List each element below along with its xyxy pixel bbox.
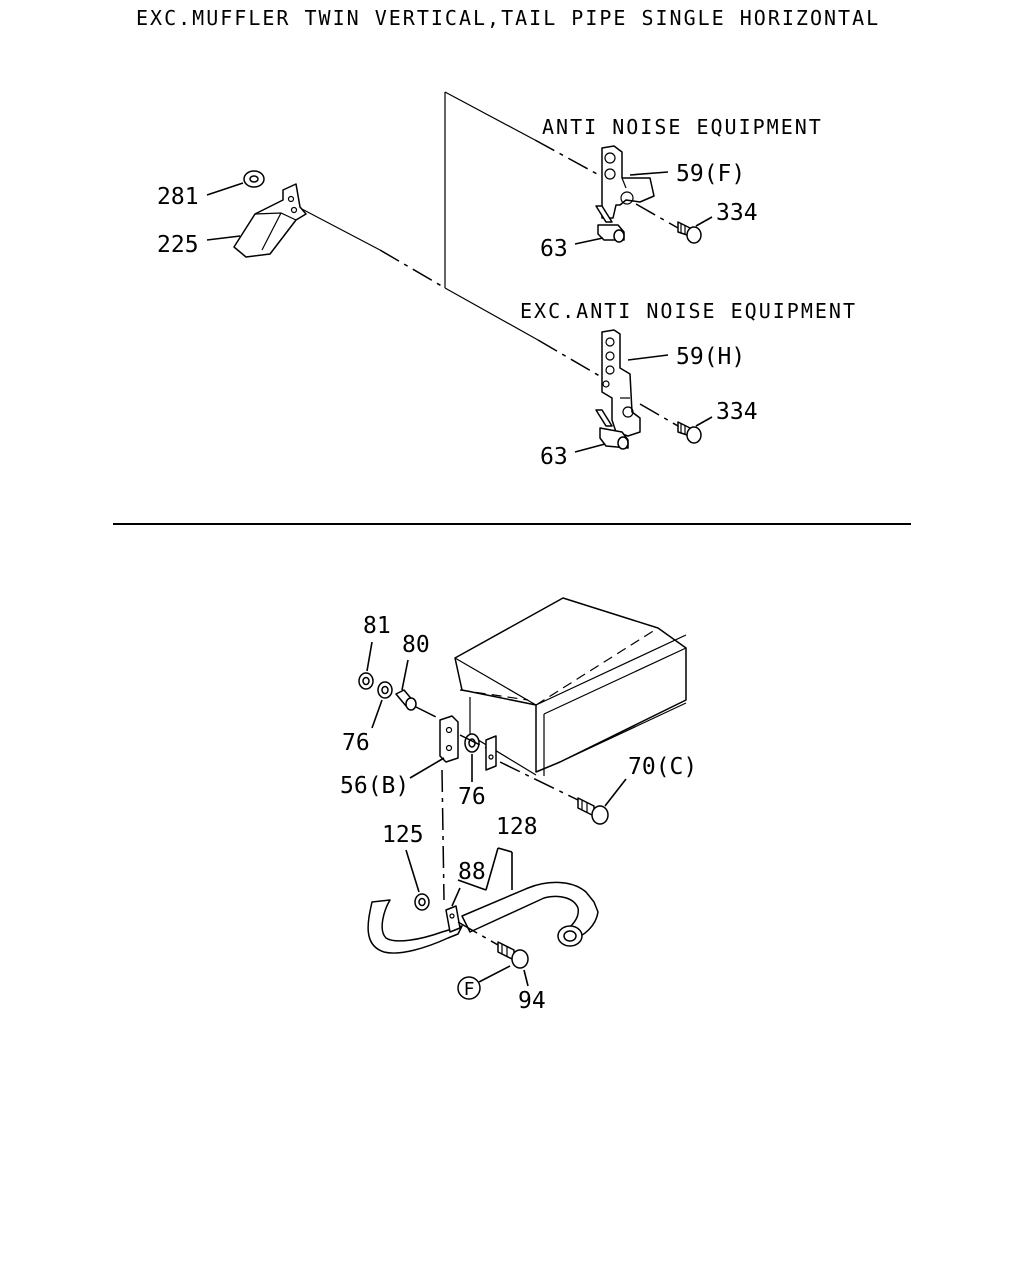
bracket-59h bbox=[601, 329, 641, 437]
bracket-59f bbox=[601, 145, 655, 219]
label-88: 88 bbox=[458, 859, 486, 885]
label-76a: 76 bbox=[342, 730, 370, 756]
leader-upper bbox=[444, 91, 536, 141]
dash-334b bbox=[639, 403, 679, 427]
label-70c: 70(C) bbox=[628, 754, 697, 780]
variant-exc-anti-noise-title: EXC.ANTI NOISE EQUIPMENT bbox=[520, 299, 857, 323]
label-81: 81 bbox=[363, 613, 391, 639]
leader-63b bbox=[574, 443, 606, 453]
reference-f-circle bbox=[457, 976, 481, 1000]
washer-76a bbox=[377, 681, 393, 699]
dash-94 bbox=[457, 921, 499, 946]
leader-59f bbox=[629, 171, 669, 176]
leader-88 bbox=[451, 887, 461, 907]
dash-334a bbox=[635, 203, 679, 229]
pipe-128 bbox=[367, 881, 599, 954]
leader-56b bbox=[409, 757, 445, 779]
dash-80 bbox=[415, 706, 443, 721]
label-76b: 76 bbox=[458, 784, 486, 810]
variant-anti-noise-title: ANTI NOISE EQUIPMENT bbox=[542, 115, 823, 139]
cylinder-63b bbox=[595, 409, 629, 450]
leader-f bbox=[478, 965, 511, 983]
label-59h: 59(H) bbox=[676, 344, 745, 370]
label-59f: 59(F) bbox=[676, 161, 745, 187]
plate-56b bbox=[439, 715, 459, 763]
dash-lower-a bbox=[379, 249, 446, 289]
leader-125 bbox=[405, 849, 420, 893]
leader-225 bbox=[206, 235, 241, 241]
label-334b: 334 bbox=[716, 399, 758, 425]
bolt-70c bbox=[577, 797, 609, 825]
muffler-box bbox=[454, 597, 687, 776]
leader-lower-a bbox=[299, 207, 381, 251]
leader-70c bbox=[604, 778, 627, 807]
dash-70c bbox=[499, 761, 579, 801]
dash-upper bbox=[534, 139, 609, 181]
leader-59h bbox=[627, 354, 669, 361]
bracket-128 bbox=[457, 847, 513, 891]
dash-76b bbox=[459, 734, 487, 749]
spacer-80 bbox=[395, 689, 417, 711]
label-94: 94 bbox=[518, 988, 546, 1014]
bolt-334b bbox=[677, 421, 702, 444]
label-125: 125 bbox=[382, 822, 424, 848]
bolt-334a bbox=[677, 221, 702, 244]
leader-76a bbox=[371, 699, 383, 729]
leader-lower-b bbox=[444, 287, 539, 341]
top-section: 281 225 ANTI NOISE EQUIPMENT 59(F) bbox=[157, 91, 857, 470]
cylinder-63a bbox=[595, 205, 625, 243]
leader-94 bbox=[523, 969, 529, 987]
reference-f-label: F bbox=[464, 979, 475, 1000]
leader-63a bbox=[574, 237, 604, 245]
leader-81 bbox=[366, 641, 373, 672]
label-128: 128 bbox=[496, 814, 538, 840]
leader-334b bbox=[695, 416, 713, 427]
bolt-94 bbox=[497, 941, 529, 969]
label-63b: 63 bbox=[540, 444, 568, 470]
label-80: 80 bbox=[402, 632, 430, 658]
diagram-title: EXC.MUFFLER TWIN VERTICAL,TAIL PIPE SING… bbox=[136, 6, 880, 30]
leader-80 bbox=[401, 659, 409, 691]
leader-334a bbox=[695, 216, 713, 227]
label-225: 225 bbox=[157, 232, 199, 258]
label-281: 281 bbox=[157, 184, 199, 210]
label-334a: 334 bbox=[716, 200, 758, 226]
nut-125 bbox=[414, 893, 430, 911]
dash-lower-b bbox=[537, 339, 604, 379]
label-56b: 56(B) bbox=[340, 773, 409, 799]
leader-281 bbox=[206, 182, 244, 196]
bracket-225 bbox=[233, 183, 307, 258]
nut-281 bbox=[243, 170, 265, 188]
label-63a: 63 bbox=[540, 236, 568, 262]
nut-81 bbox=[358, 672, 374, 690]
dash-vertical-link bbox=[441, 769, 445, 901]
bottom-section: 81 76 80 56(B) 76 bbox=[340, 597, 697, 1014]
